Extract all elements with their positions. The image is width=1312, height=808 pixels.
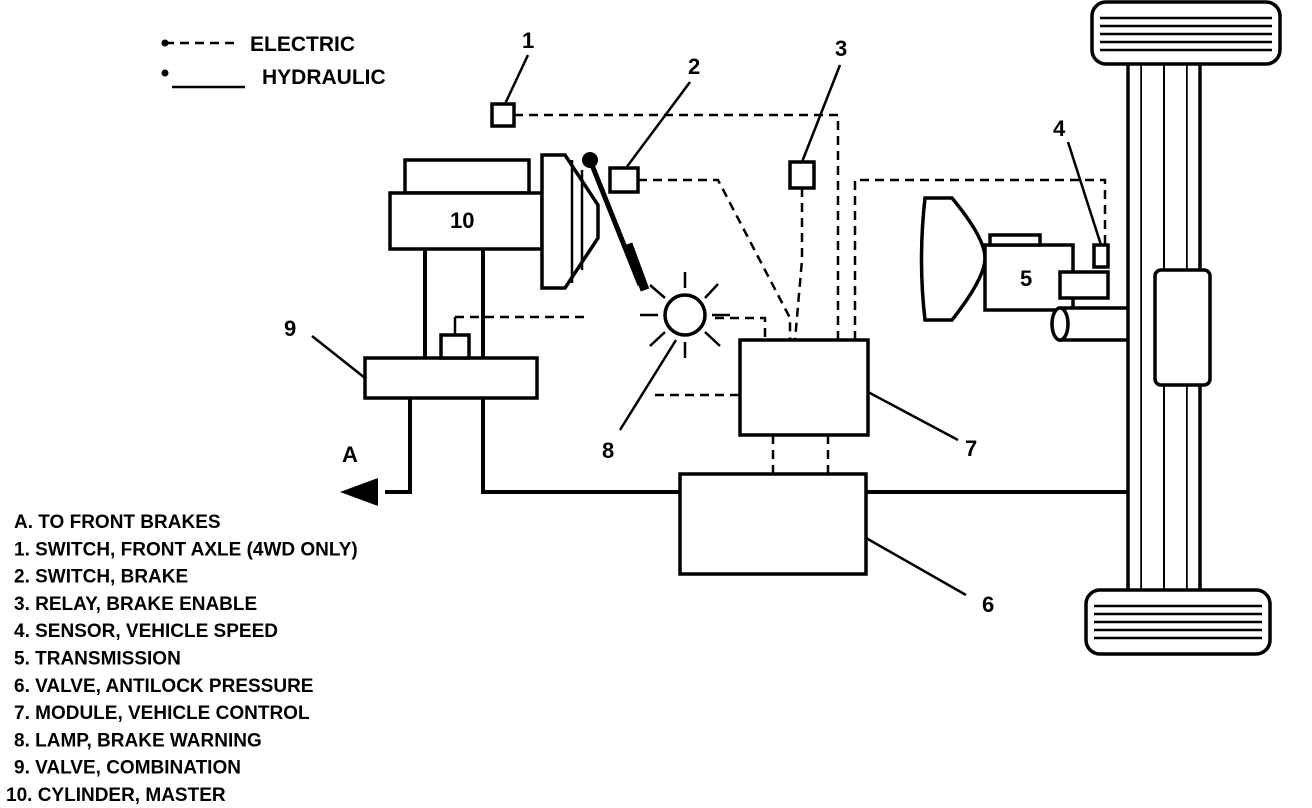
lamp-bulb — [663, 293, 707, 337]
lamp-ray — [649, 331, 666, 347]
callout-5: 5 — [1020, 266, 1032, 291]
front-axle-switch-box — [490, 102, 516, 128]
vehicle-control-module: 7 — [738, 338, 977, 461]
brake-switch-box — [608, 166, 640, 194]
callout-1: 1 — [522, 28, 534, 53]
callout-2: 2 — [688, 54, 700, 79]
antilock-pressure-valve-box — [678, 472, 868, 576]
combination-valve-switch — [439, 333, 471, 360]
callout-9: 9 — [284, 316, 296, 341]
callout-7: 7 — [965, 436, 977, 461]
hyd-comb-to-valve — [481, 398, 680, 494]
differential — [1153, 268, 1212, 387]
electric-lines — [455, 113, 1107, 474]
brake-warning-lamp: 8 — [602, 272, 730, 463]
elec-axle-switch-to-module — [514, 113, 840, 340]
lamp-ray — [649, 284, 666, 299]
vehicle-speed-sensor — [1092, 243, 1110, 269]
brake-booster — [540, 153, 600, 290]
key-item: 2. SWITCH, BRAKE — [14, 567, 188, 588]
axle-tube-left — [1126, 60, 1144, 594]
hyd-to-front-brakes — [385, 398, 412, 494]
leader-4 — [1066, 141, 1103, 246]
front-brakes-arrow — [340, 478, 378, 506]
key-item: 7. MODULE, VEHICLE CONTROL — [14, 703, 310, 724]
callout-a: A — [342, 442, 358, 467]
combination-valve-body — [363, 356, 539, 400]
brake-pedal — [582, 152, 650, 292]
leader-3 — [800, 64, 842, 163]
leader-9 — [311, 335, 366, 379]
key-item: 8. LAMP, BRAKE WARNING — [14, 730, 262, 751]
master-cylinder-reservoir — [403, 158, 531, 195]
elec-lamp-to-module — [715, 316, 767, 340]
legend-hydraulic-dot — [161, 69, 169, 77]
rear-axle — [1084, 0, 1282, 656]
key-item: 3. RELAY, BRAKE ENABLE — [14, 594, 257, 615]
leader-1 — [503, 54, 530, 105]
leader-8 — [618, 339, 678, 431]
transmission-bell-housing — [919, 196, 987, 322]
vehicle-control-module-box — [738, 338, 870, 437]
lamp-ray — [704, 283, 719, 299]
master-cylinder: 10 — [388, 153, 600, 290]
lamp-ray — [704, 331, 721, 347]
leader-6 — [865, 536, 967, 597]
callout-6: 6 — [982, 592, 994, 617]
driveshaft-yoke — [1050, 306, 1070, 342]
elec-relay-to-module — [793, 188, 804, 341]
transmission-pan — [988, 233, 1042, 247]
pedal-pad — [623, 242, 650, 292]
key-item: 9. VALVE, COMBINATION — [14, 758, 241, 779]
callout-3: 3 — [835, 36, 847, 61]
brake-enable-relay-box — [788, 160, 816, 190]
legend-hydraulic-label: HYDRAULIC — [262, 66, 386, 89]
key-item: A. TO FRONT BRAKES — [14, 512, 221, 533]
elec-brake-switch-to-module — [638, 178, 792, 340]
master-cylinder-body — [388, 191, 544, 251]
key-item: 6. VALVE, ANTILOCK PRESSURE — [14, 676, 313, 697]
transmission: 5 4 — [919, 116, 1150, 346]
leader-2 — [624, 81, 692, 169]
component-key: A. TO FRONT BRAKES 1. SWITCH, FRONT AXLE … — [6, 512, 358, 806]
brake-switch: 2 — [608, 54, 700, 194]
front-axle-switch: 1 — [490, 28, 534, 128]
legend-electric-label: ELECTRIC — [250, 33, 355, 56]
key-item: 4. SENSOR, VEHICLE SPEED — [14, 621, 278, 642]
leader-7 — [867, 390, 959, 442]
legend: ELECTRIC HYDRAULIC — [161, 33, 386, 89]
hydraulic-lines — [340, 249, 1130, 506]
brake-enable-relay: 3 — [788, 36, 847, 190]
antilock-pressure-valve: 6 — [678, 472, 994, 617]
key-item: 5. TRANSMISSION — [14, 649, 181, 670]
callout-4: 4 — [1053, 116, 1066, 141]
callout-8: 8 — [602, 438, 614, 463]
transmission-tail — [1058, 270, 1110, 300]
elec-speed-sensor-to-module — [853, 178, 1107, 340]
key-item: 10. CYLINDER, MASTER — [6, 785, 226, 806]
key-item: 1. SWITCH, FRONT AXLE (4WD ONLY) — [14, 539, 358, 560]
combination-valve: 9 — [284, 316, 539, 400]
callout-10: 10 — [450, 208, 474, 233]
